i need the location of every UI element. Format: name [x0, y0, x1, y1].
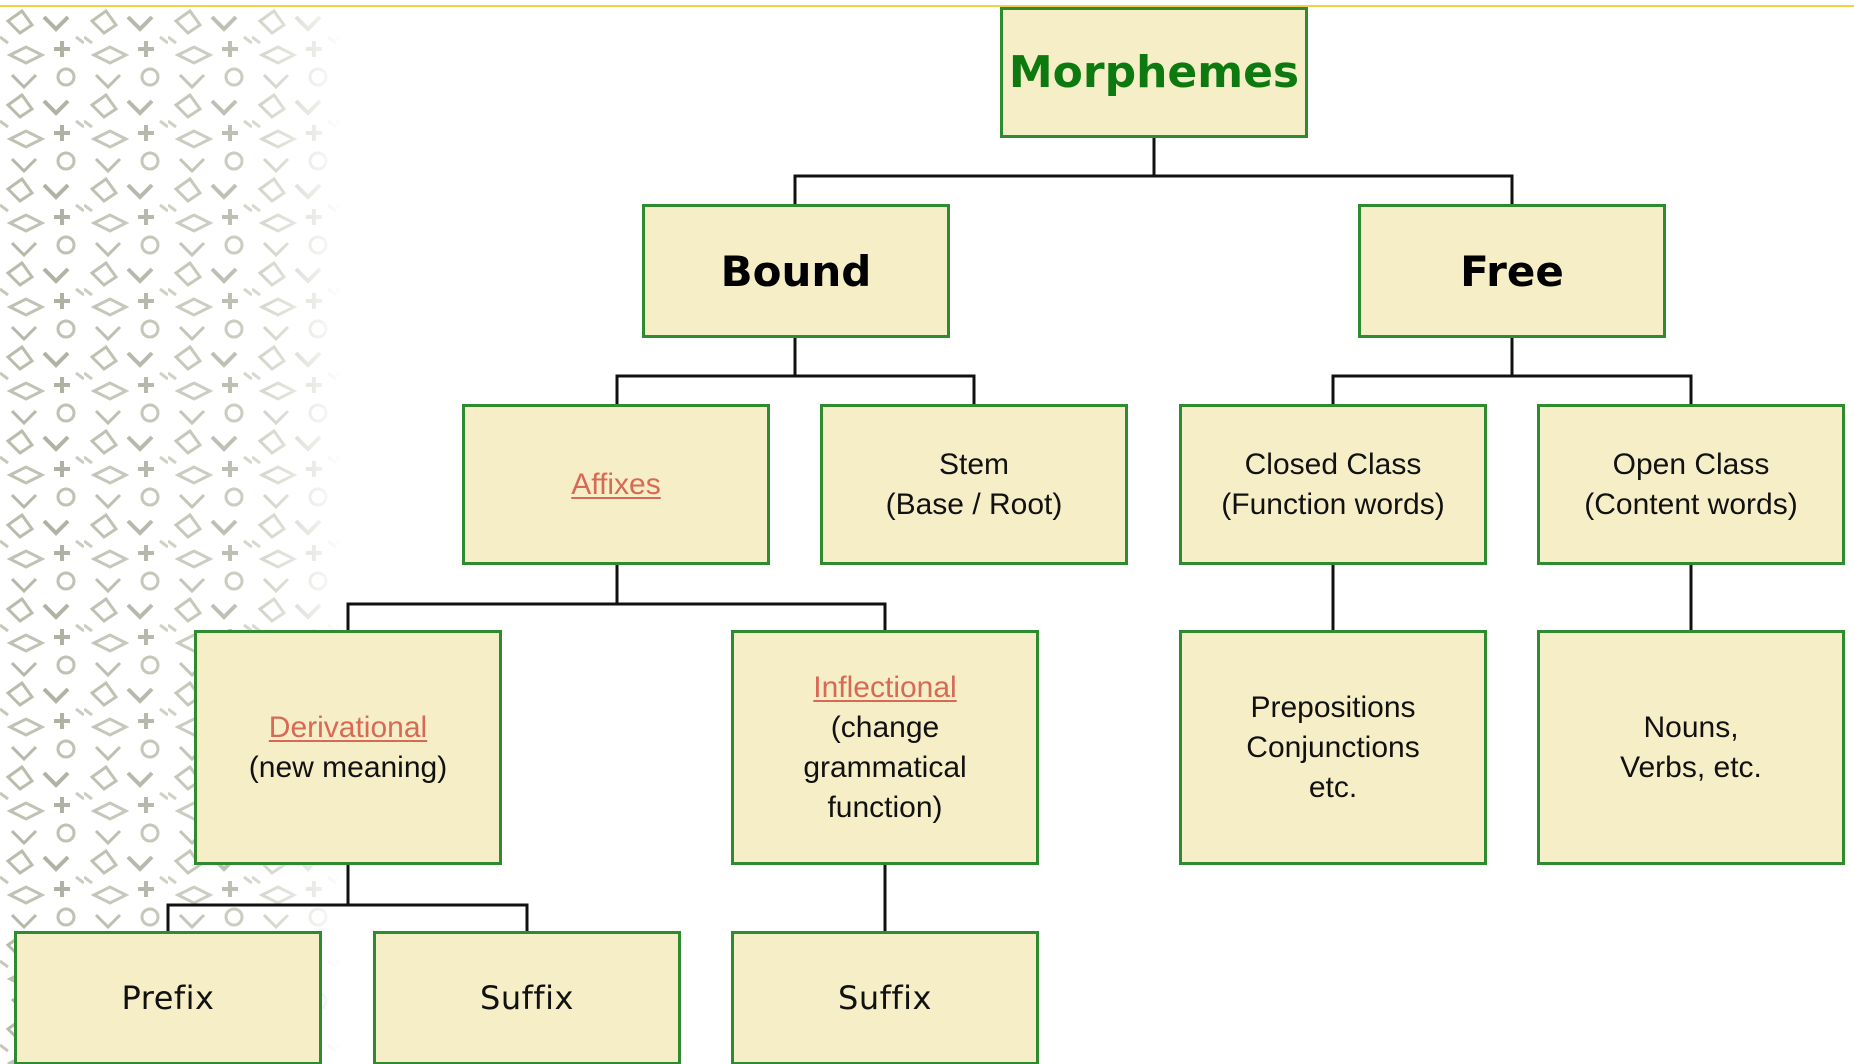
derivational-note: (new meaning)	[248, 750, 448, 784]
node-derivational-suffix: Suffix	[373, 931, 681, 1064]
node-inflectional: Inflectional (change grammatical functio…	[731, 630, 1039, 865]
stem-title: Stem	[938, 447, 1009, 481]
open-class-title: Open Class	[1612, 447, 1770, 481]
node-derivational: Derivational (new meaning)	[194, 630, 502, 865]
node-open-class: Open Class (Content words)	[1537, 404, 1845, 565]
node-stem: Stem (Base / Root)	[820, 404, 1128, 565]
derivational-link[interactable]: Derivational	[268, 710, 428, 744]
node-morphemes: Morphemes	[1000, 7, 1308, 138]
derivational-suffix-label: Suffix	[480, 979, 574, 1017]
node-closed-examples: Prepositions Conjunctions etc.	[1179, 630, 1487, 865]
node-inflectional-suffix: Suffix	[731, 931, 1039, 1064]
closed-class-subtitle: (Function words)	[1221, 487, 1445, 521]
node-free: Free	[1358, 204, 1666, 338]
inflectional-note-line-2: grammatical	[803, 750, 967, 784]
prefix-label: Prefix	[121, 979, 215, 1017]
open-class-subtitle: (Content words)	[1584, 487, 1798, 521]
open-examples-line-1: Nouns,	[1643, 710, 1739, 744]
closed-examples-line-2: Conjunctions	[1246, 730, 1420, 764]
node-bound-label: Bound	[720, 246, 872, 296]
inflectional-link[interactable]: Inflectional	[813, 670, 957, 704]
node-free-label: Free	[1460, 246, 1564, 296]
inflectional-note-line-1: (change	[830, 710, 940, 744]
open-examples-line-2: Verbs, etc.	[1620, 750, 1762, 784]
node-open-examples: Nouns, Verbs, etc.	[1537, 630, 1845, 865]
node-bound: Bound	[642, 204, 950, 338]
node-closed-class: Closed Class (Function words)	[1179, 404, 1487, 565]
top-rule	[0, 5, 1854, 7]
node-morphemes-label: Morphemes	[1008, 47, 1300, 98]
node-prefix: Prefix	[14, 931, 322, 1064]
inflectional-note-line-3: function)	[827, 790, 943, 824]
stem-subtitle: (Base / Root)	[885, 487, 1063, 521]
closed-examples-line-1: Prepositions	[1250, 690, 1416, 724]
node-affixes: Affixes	[462, 404, 770, 565]
closed-class-title: Closed Class	[1244, 447, 1422, 481]
inflectional-suffix-label: Suffix	[838, 979, 932, 1017]
closed-examples-line-3: etc.	[1308, 770, 1358, 804]
affixes-link[interactable]: Affixes	[571, 467, 661, 501]
decorative-pattern	[0, 7, 340, 1064]
